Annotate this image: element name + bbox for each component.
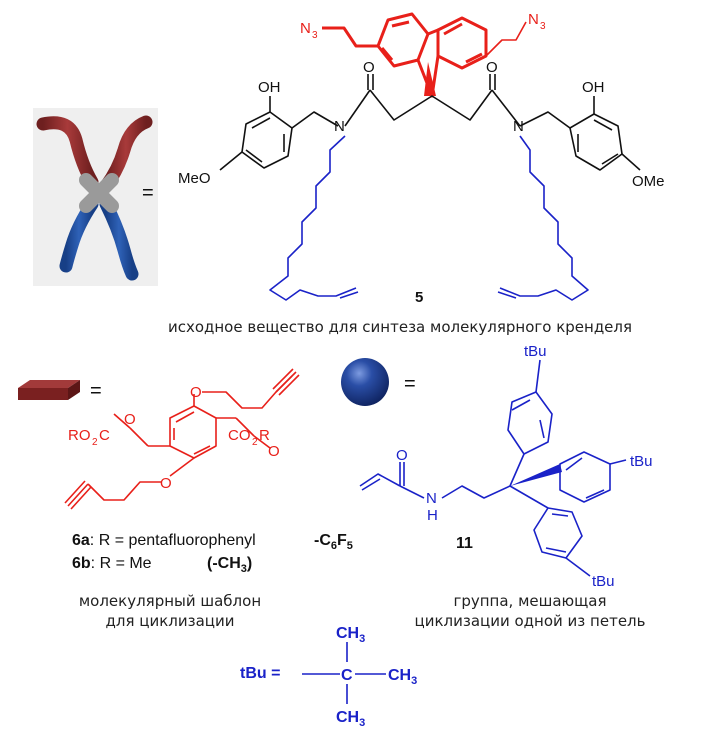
azide-right-n: N bbox=[528, 11, 539, 28]
tbu-right: tBu bbox=[630, 453, 653, 470]
compound-6-labels: RO 2 C CO 2 R O O O O bbox=[68, 384, 280, 492]
propyl-azide-right bbox=[485, 21, 527, 57]
svg-text:-C6F5: -C6F5 bbox=[314, 532, 353, 552]
fluorene-core-red bbox=[322, 12, 488, 98]
azide-left-sub: 3 bbox=[312, 30, 318, 41]
oh-left: OH bbox=[258, 79, 281, 96]
cartoon-gray-core bbox=[79, 173, 119, 213]
amide-n-11: N bbox=[426, 490, 437, 507]
variant-6b: 6b: R = Me (-CH3) bbox=[72, 555, 252, 575]
caption-compound-6-line2: для циклизации bbox=[105, 612, 235, 630]
amide-n-left: N bbox=[334, 118, 345, 135]
ester-right-sub: 2 bbox=[252, 437, 258, 448]
variant-6b-text: : R = Me bbox=[91, 555, 152, 572]
variant-6b-prefix: (-CH bbox=[207, 555, 241, 572]
stereo-wedge bbox=[424, 62, 436, 96]
cartoon-red-arm-left bbox=[36, 116, 99, 189]
compound-11-structure bbox=[359, 359, 627, 577]
svg-text:6b: R = Me: 6b: R = Me bbox=[72, 555, 152, 572]
cartoon-blue-arm-right bbox=[99, 197, 139, 281]
tbu-def-ch3-right: CH3 bbox=[388, 667, 417, 687]
undecenyl-chains-blue bbox=[269, 135, 589, 301]
ester-left-sub: 2 bbox=[92, 437, 98, 448]
compound-11-labels: tBu tBu tBu O N H bbox=[396, 343, 653, 590]
caption-compound-5: исходное вещество для синтеза молекулярн… bbox=[167, 318, 633, 336]
backbone-5 bbox=[219, 74, 641, 171]
tbu-def-c: C bbox=[341, 667, 353, 684]
amide-h-11: H bbox=[427, 507, 438, 524]
variant-6a-text: : R = pentafluorophenyl bbox=[90, 532, 256, 549]
tbu-top: tBu bbox=[524, 343, 547, 360]
variant-6b-suffix: ) bbox=[247, 555, 252, 572]
caption-compound-11-line1: группа, мешающая bbox=[453, 592, 607, 610]
amide-n-right: N bbox=[513, 118, 524, 135]
tbu-def-ch3-top: CH3 bbox=[336, 625, 365, 645]
ester-left-ro: RO bbox=[68, 427, 91, 444]
carbonyl-o-right: O bbox=[486, 59, 498, 76]
caption-compound-6-line1: молекулярный шаблон bbox=[78, 592, 262, 610]
compound-5-structure bbox=[219, 12, 641, 301]
compound-5-number: 5 bbox=[415, 289, 423, 306]
ester-right-r: R bbox=[259, 427, 270, 444]
x-molecule-cartoon bbox=[33, 108, 158, 286]
variant-6b-sub3: 3 bbox=[241, 563, 247, 575]
ester-left-c: C bbox=[99, 427, 110, 444]
blocking-group-ball bbox=[341, 358, 389, 406]
methoxy-left: MeO bbox=[178, 170, 211, 187]
equals-sign-ball: = bbox=[404, 373, 416, 395]
compound-11-number: 11 bbox=[456, 535, 473, 552]
compound-6-structure bbox=[64, 368, 300, 510]
tbu-bottom: tBu bbox=[592, 573, 615, 590]
variant-6b-id: 6b bbox=[72, 555, 91, 572]
variant-6a-sub5: 5 bbox=[347, 540, 353, 552]
compound-5-labels: N 3 N 3 OH OH MeO OMe O O N N 5 bbox=[178, 11, 665, 306]
tbu-definition: tBu = C CH3 CH3 CH3 bbox=[240, 625, 417, 729]
equals-sign-block: = bbox=[90, 380, 102, 402]
azide-right-sub: 3 bbox=[540, 21, 546, 32]
variant-6a-sub6: 6 bbox=[331, 540, 337, 552]
amide-o-11: O bbox=[396, 447, 408, 464]
methoxy-right: OMe bbox=[632, 173, 665, 190]
ester-right-co: CO bbox=[228, 427, 251, 444]
tbu-def-lhs: tBu = bbox=[240, 665, 280, 682]
azide-left-n: N bbox=[300, 20, 311, 37]
equals-sign-cartoon: = bbox=[142, 182, 154, 204]
variant-6a: 6a: R = pentafluorophenyl -C6F5 bbox=[72, 532, 353, 552]
tbu-def-ch3-bottom: CH3 bbox=[336, 709, 365, 729]
svg-text:6a: R = pentafluorophenyl: 6a: R = pentafluorophenyl bbox=[72, 532, 256, 549]
variant-6a-f: F bbox=[337, 532, 347, 549]
caption-compound-11-line2: циклизации одной из петель bbox=[414, 612, 646, 630]
template-block-cartoon bbox=[18, 380, 80, 400]
ether-o-bottom: O bbox=[160, 475, 172, 492]
carbonyl-o-6-right: O bbox=[268, 443, 280, 460]
carbonyl-o-6-left: O bbox=[124, 411, 136, 428]
variant-6a-id: 6a bbox=[72, 532, 90, 549]
carbonyl-o-left: O bbox=[363, 59, 375, 76]
oh-right: OH bbox=[582, 79, 605, 96]
variant-6a-prefix: -C bbox=[314, 532, 331, 549]
ether-o-top: O bbox=[190, 384, 202, 401]
cartoon-blue-arm-left bbox=[59, 197, 99, 273]
svg-text:(-CH3): (-CH3) bbox=[207, 555, 252, 575]
